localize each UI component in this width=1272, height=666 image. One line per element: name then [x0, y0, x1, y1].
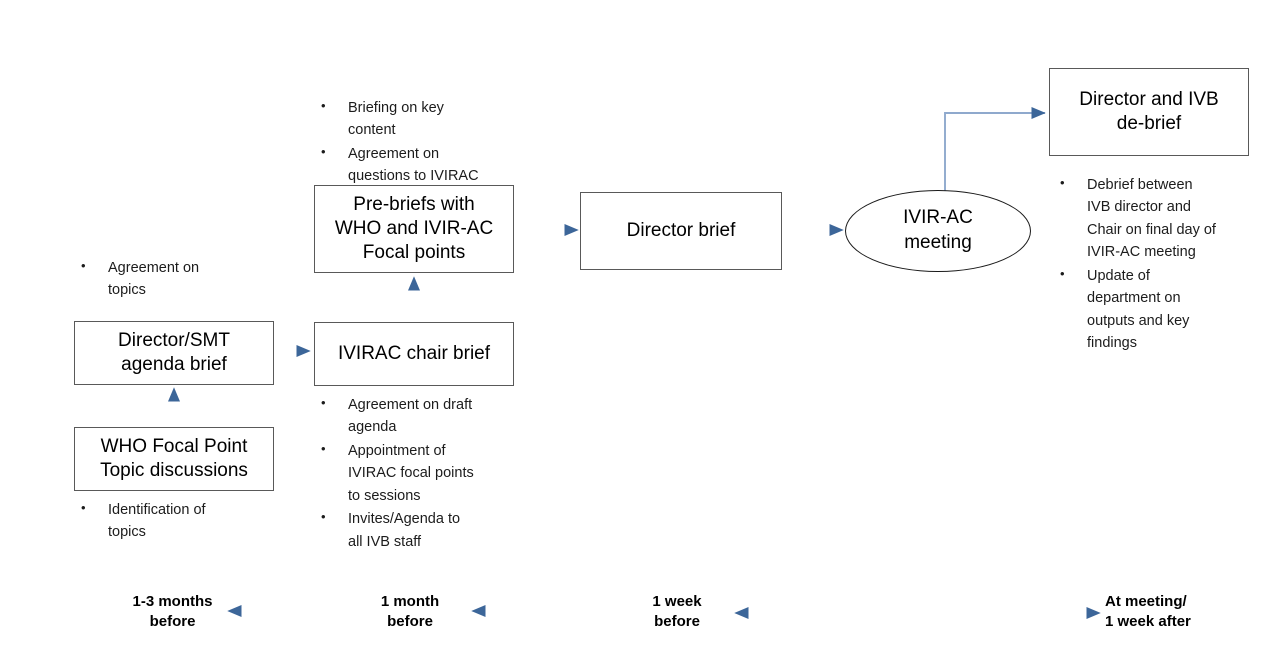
timeline-label-1-week: 1 week before [652, 593, 702, 631]
list-item: Briefing on key content [318, 96, 533, 142]
timeline-label-at-meeting: At meeting/ 1 week after [1105, 593, 1191, 631]
node-ivirac-chair-brief[interactable]: IVIRAC chair brief [314, 322, 514, 386]
timeline-label-1-3-months: 1-3 months before [132, 593, 213, 631]
annotation-director-smt: Agreement on topics [78, 256, 293, 303]
annotation-pre-briefs: Briefing on key content Agreement on que… [318, 96, 533, 189]
annotation-debrief: Debrief between IVB director and Chair o… [1057, 173, 1262, 356]
edge-meeting-to-debrief [944, 106, 1046, 192]
node-director-smt-agenda-brief[interactable]: Director/SMT agenda brief [74, 321, 274, 385]
list-item: Agreement on topics [78, 256, 293, 302]
node-pre-briefs-label: Pre-briefs with WHO and IVIR-AC Focal po… [334, 193, 494, 264]
node-ivir-ac-meeting-label: IVIR-AC meeting [903, 207, 973, 253]
annotation-ivirac-chair-brief: Agreement on draft agenda Appointment of… [318, 393, 533, 554]
node-who-focal-point[interactable]: WHO Focal Point Topic discussions [74, 427, 274, 491]
node-director-brief-label: Director brief [626, 219, 736, 241]
node-director-smt-agenda-brief-label: Director/SMT agenda brief [118, 329, 230, 375]
node-director-ivb-debrief-label: Director and IVB de-brief [1079, 88, 1219, 134]
node-ivirac-chair-brief-label: IVIRAC chair brief [337, 342, 491, 364]
list-item: Agreement on draft agenda [318, 393, 533, 439]
timeline-label-1-month: 1 month before [380, 593, 440, 631]
list-item: Identification of topics [78, 498, 293, 544]
node-pre-briefs[interactable]: Pre-briefs with WHO and IVIR-AC Focal po… [314, 185, 514, 273]
list-item: Appointment of IVIRAC focal points to se… [318, 439, 533, 507]
node-who-focal-point-label: WHO Focal Point Topic discussions [100, 435, 248, 481]
annotation-who-focal-point: Identification of topics [78, 498, 293, 545]
node-director-ivb-debrief[interactable]: Director and IVB de-brief [1049, 68, 1249, 156]
list-item: Invites/Agenda to all IVB staff [318, 507, 533, 553]
list-item: Update of department on outputs and key … [1057, 264, 1262, 355]
node-ivir-ac-meeting[interactable]: IVIR-AC meeting [845, 190, 1031, 272]
list-item: Debrief between IVB director and Chair o… [1057, 173, 1262, 264]
node-director-brief[interactable]: Director brief [580, 192, 782, 270]
list-item: Agreement on questions to IVIRAC [318, 142, 533, 188]
